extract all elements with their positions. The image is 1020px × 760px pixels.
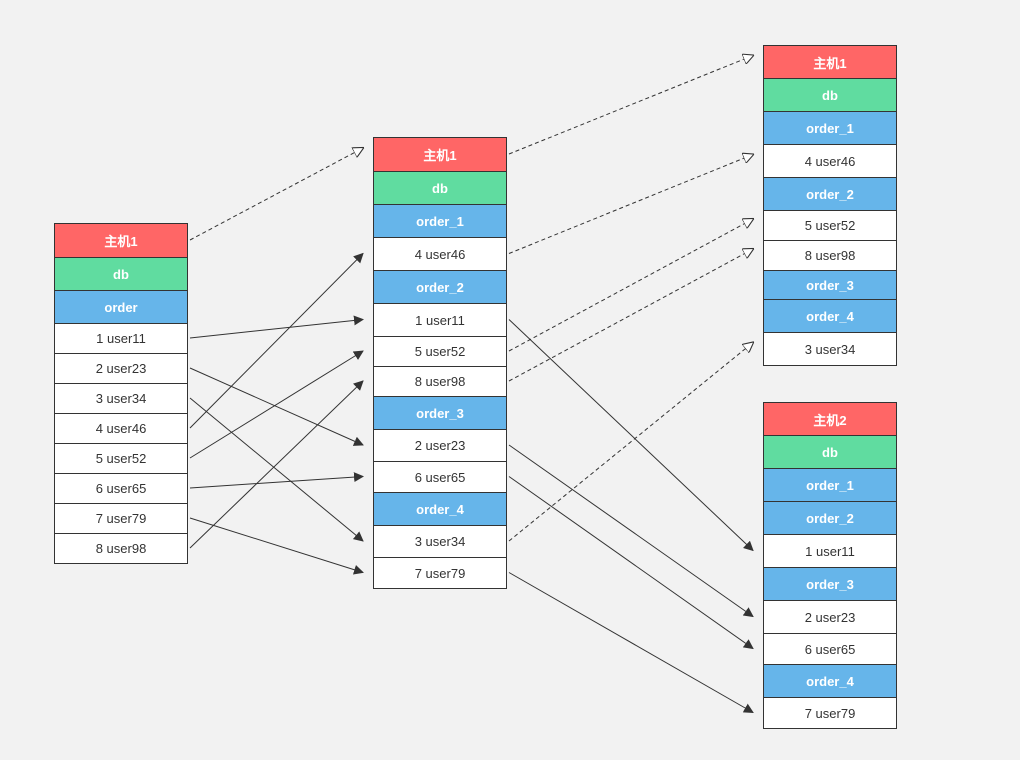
host-header: 主机2 (764, 403, 896, 436)
solid-arrow (508, 444, 754, 618)
solid-arrow (189, 397, 364, 542)
data-row: 5 user52 (764, 211, 896, 241)
data-row: 8 user98 (55, 534, 187, 564)
data-row: 2 user23 (55, 354, 187, 384)
solid-arrow (189, 350, 364, 459)
db-header: db (764, 436, 896, 469)
table-header: order_4 (764, 665, 896, 698)
data-row: 3 user34 (55, 384, 187, 414)
dashed-arrow (508, 343, 753, 542)
dashed-arrow (508, 155, 753, 254)
db-header: db (764, 79, 896, 112)
host-header: 主机1 (374, 138, 506, 172)
solid-arrow (508, 319, 754, 552)
table-header: order_3 (374, 397, 506, 430)
table-header: order_2 (374, 271, 506, 304)
table-header: order_2 (764, 502, 896, 535)
table-header: order_3 (764, 568, 896, 601)
data-row: 8 user98 (374, 367, 506, 397)
table-header: order_4 (764, 300, 896, 333)
solid-arrow (189, 252, 364, 429)
db-header: db (374, 172, 506, 205)
data-row: 5 user52 (374, 337, 506, 367)
solid-arrow (508, 476, 754, 650)
data-row: 4 user46 (374, 238, 506, 271)
solid-arrow (189, 517, 364, 575)
data-row: 3 user34 (764, 333, 896, 366)
table-header: order_1 (374, 205, 506, 238)
solid-arrow (189, 380, 364, 549)
table-header: order_1 (764, 469, 896, 502)
dashed-arrow (508, 56, 753, 155)
dashed-arrow (508, 219, 753, 352)
data-row: 3 user34 (374, 526, 506, 558)
table-header: order_2 (764, 178, 896, 211)
data-row: 8 user98 (764, 241, 896, 271)
data-row: 7 user79 (374, 558, 506, 589)
data-row: 6 user65 (764, 634, 896, 665)
host-header: 主机1 (764, 46, 896, 79)
data-row: 1 user11 (764, 535, 896, 568)
host-header: 主机1 (55, 224, 187, 258)
solid-arrow (189, 367, 364, 446)
data-row: 4 user46 (764, 145, 896, 178)
data-row: 5 user52 (55, 444, 187, 474)
data-row: 7 user79 (764, 698, 896, 729)
data-row: 2 user23 (764, 601, 896, 634)
table-header: order_1 (764, 112, 896, 145)
data-row: 7 user79 (55, 504, 187, 534)
dashed-arrow (508, 249, 753, 382)
db-header: db (55, 258, 187, 291)
table-header: order_4 (374, 493, 506, 526)
table-header: order (55, 291, 187, 324)
solid-arrow (189, 315, 364, 339)
data-row: 2 user23 (374, 430, 506, 462)
data-row: 4 user46 (55, 414, 187, 444)
dashed-arrow (189, 148, 363, 241)
table-header: order_3 (764, 271, 896, 300)
data-row: 6 user65 (55, 474, 187, 504)
data-row: 6 user65 (374, 462, 506, 493)
solid-arrow (189, 472, 364, 489)
data-row: 1 user11 (374, 304, 506, 337)
solid-arrow (508, 572, 754, 713)
data-row: 1 user11 (55, 324, 187, 354)
